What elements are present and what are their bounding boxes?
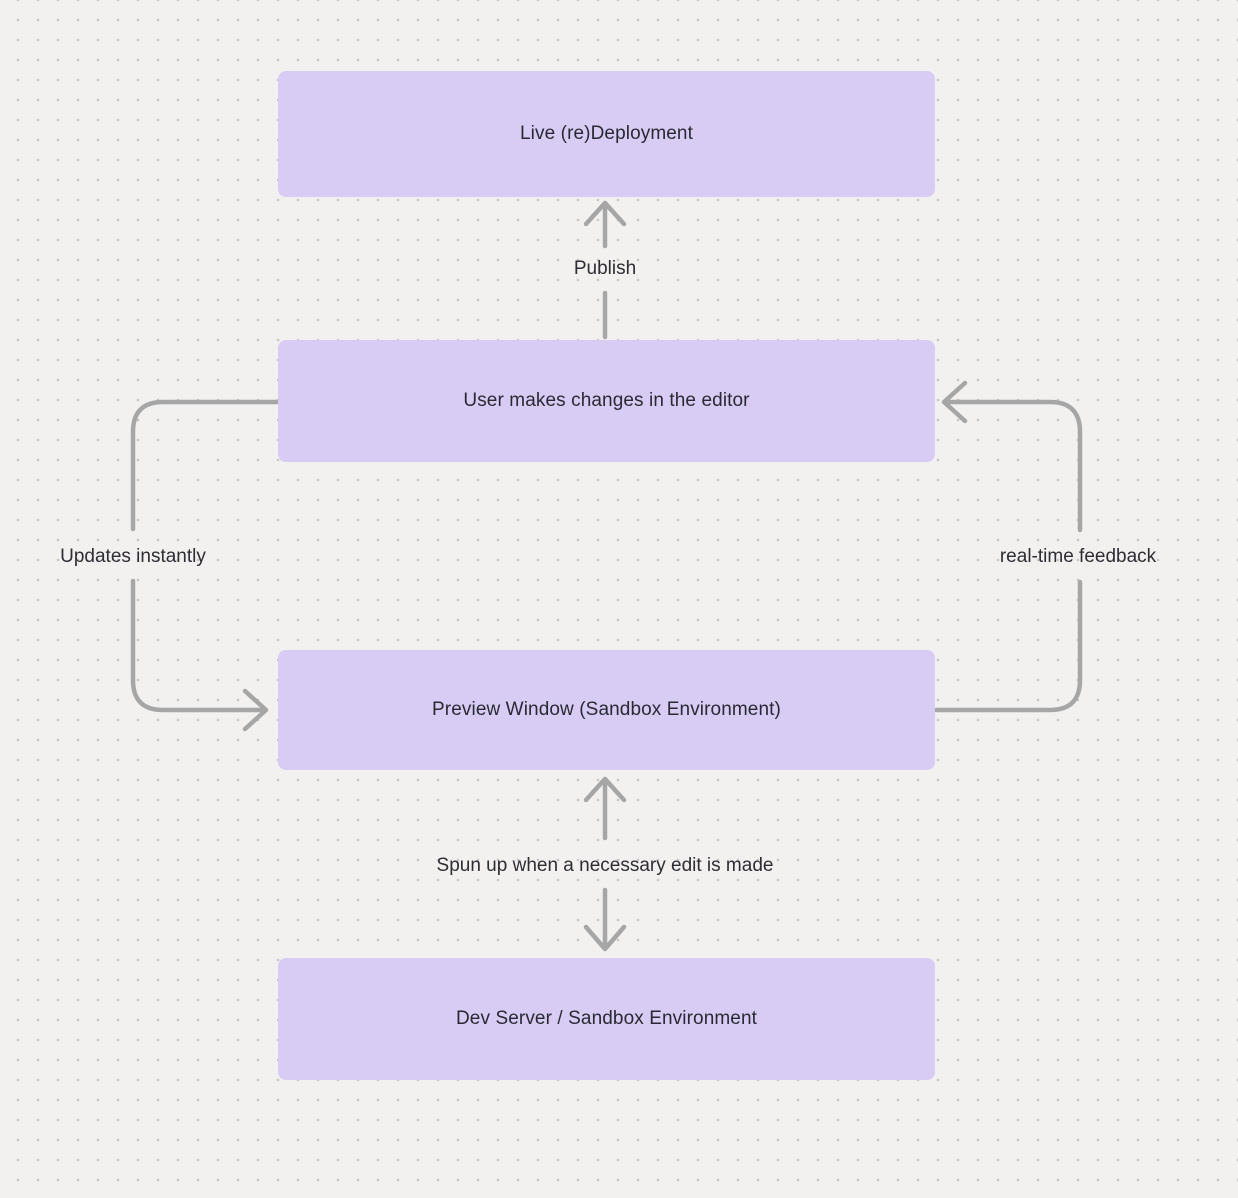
edge-updates-instantly bbox=[130, 399, 281, 732]
edge-label-spun-up: Spun up when a necessary edit is made bbox=[436, 855, 774, 876]
node-label: User makes changes in the editor bbox=[463, 390, 750, 411]
node-label: Preview Window (Sandbox Environment) bbox=[432, 699, 781, 720]
node-dev-server[interactable]: Dev Server / Sandbox Environment bbox=[278, 958, 935, 1080]
node-label: Dev Server / Sandbox Environment bbox=[455, 1008, 757, 1029]
edge-line bbox=[933, 579, 1083, 713]
arrow-up-icon bbox=[583, 776, 627, 841]
node-preview-window[interactable]: Preview Window (Sandbox Environment) bbox=[278, 650, 935, 770]
arrow-right-icon bbox=[130, 578, 269, 732]
arrow-up-icon bbox=[583, 200, 627, 249]
edge-label-updates-instantly: Updates instantly bbox=[60, 546, 206, 567]
node-user-editor[interactable]: User makes changes in the editor bbox=[278, 340, 935, 462]
edge-publish bbox=[583, 200, 627, 340]
edge-label-real-time-feedback: real-time feedback bbox=[999, 546, 1157, 567]
arrow-left-icon bbox=[941, 380, 1083, 533]
node-label: Live (re)Deployment bbox=[520, 123, 693, 144]
arrow-down-icon bbox=[583, 887, 627, 952]
edge-label-publish: Publish bbox=[573, 258, 637, 279]
edge-line bbox=[130, 399, 281, 532]
edge-spun-up bbox=[583, 776, 627, 952]
edge-real-time-feedback bbox=[933, 380, 1083, 713]
node-live-redeployment[interactable]: Live (re)Deployment bbox=[278, 71, 935, 197]
